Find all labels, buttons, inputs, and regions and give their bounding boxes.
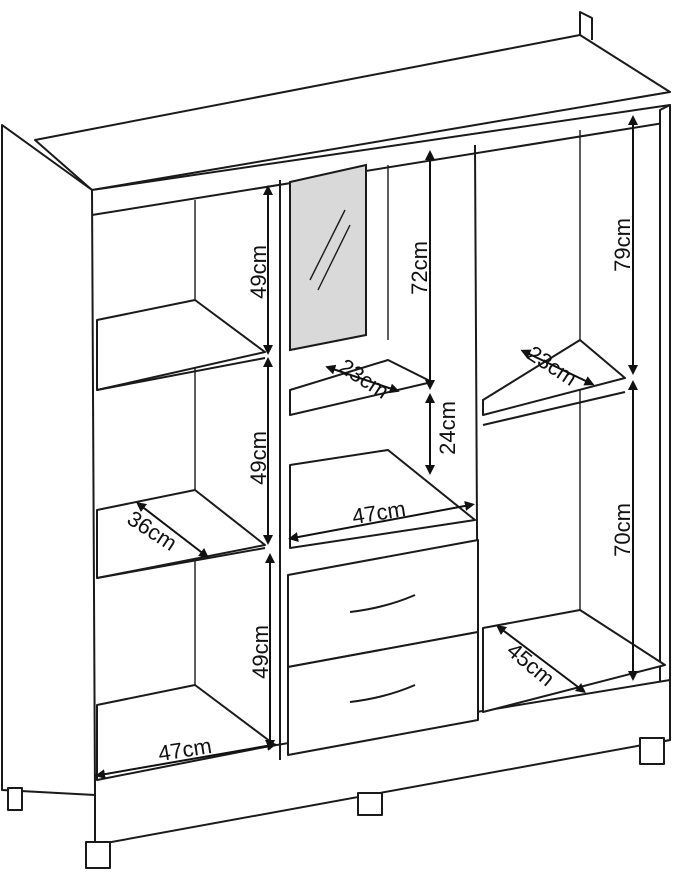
- drawer-handle: [349, 684, 416, 703]
- top-surface: [34, 34, 671, 191]
- leg: [639, 737, 665, 765]
- leg: [85, 841, 111, 869]
- dim-label-left-middle: 49cm: [246, 431, 271, 485]
- leg: [357, 792, 383, 816]
- dim-label-left-top: 49cm: [246, 245, 271, 299]
- dim-label-left-bottom: 49cm: [248, 625, 273, 679]
- left-shelf: [96, 299, 266, 391]
- dim-label-right-lower: 70cm: [610, 503, 635, 557]
- dim-label-center-niche: 24cm: [435, 401, 460, 455]
- leg: [7, 787, 23, 811]
- right-side-panel: [659, 104, 671, 743]
- hanging-rail: [482, 391, 626, 426]
- left-side-panel: [1, 124, 96, 796]
- dim-label-center-upper: 72cm: [407, 241, 432, 295]
- mirror: [289, 163, 367, 352]
- dim-label-right-upper: 79cm: [610, 218, 635, 272]
- drawer-bottom: [287, 631, 479, 756]
- drawer-handle: [349, 594, 416, 613]
